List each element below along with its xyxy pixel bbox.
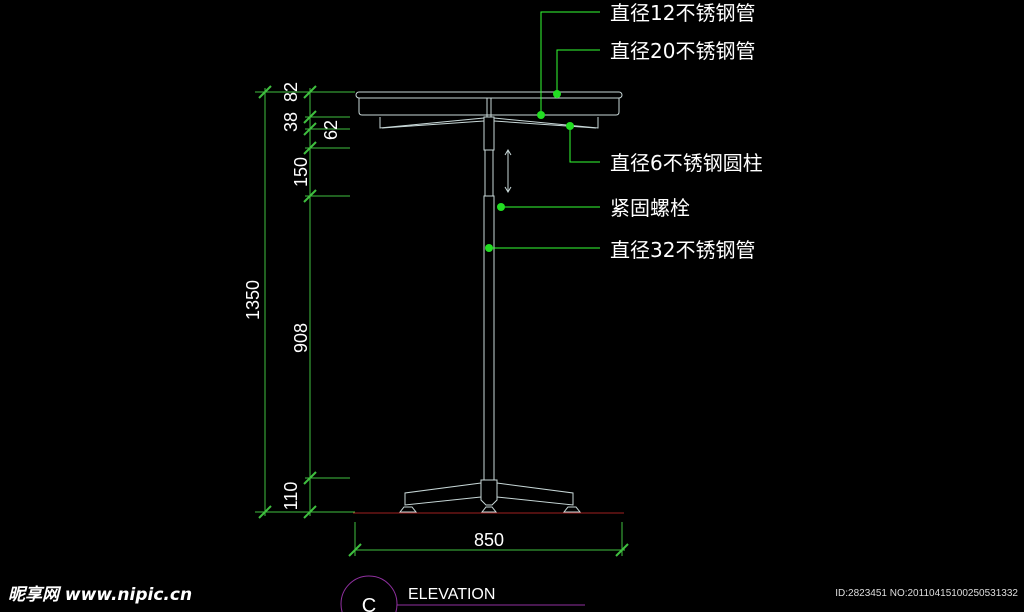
callout-20mm-tube: 直径20不锈钢管 [610, 39, 755, 63]
view-marker-circle [340, 575, 398, 612]
watermark-logo: 昵享网 www.nipic.cn [8, 585, 192, 605]
dimension-labels: 1350 82 38 62 150 908 110 850 [243, 82, 504, 550]
leader-lines [489, 11, 600, 249]
view-title: ELEVATION [408, 586, 495, 603]
dim-850: 850 [474, 530, 504, 550]
dim-82: 82 [281, 82, 301, 102]
horizontal-dimension [348, 522, 629, 557]
leader-dots [485, 90, 574, 252]
dim-1350: 1350 [243, 280, 263, 320]
callout-12mm-tube: 直径12不锈钢管 [610, 1, 755, 25]
callout-labels: 直径12不锈钢管 直径20不锈钢管 直径6不锈钢圆柱 紧固螺栓 直径32不锈钢管 [610, 1, 763, 262]
dim-908: 908 [291, 323, 311, 353]
view-marker-letter: C [362, 595, 376, 612]
dim-62: 62 [321, 120, 341, 140]
callout-bolt: 紧固螺栓 [610, 196, 690, 220]
dim-110: 110 [281, 482, 301, 511]
dim-150: 150 [291, 157, 311, 187]
table-outline [355, 91, 623, 513]
vertical-dimensions [255, 85, 355, 519]
callout-32mm-tube: 直径32不锈钢管 [610, 238, 755, 262]
watermark-id: ID:2823451 NO:20110415100250531332 [835, 588, 1018, 599]
callout-6mm-rod: 直径6不锈钢圆柱 [610, 151, 763, 175]
dim-38: 38 [281, 112, 301, 132]
